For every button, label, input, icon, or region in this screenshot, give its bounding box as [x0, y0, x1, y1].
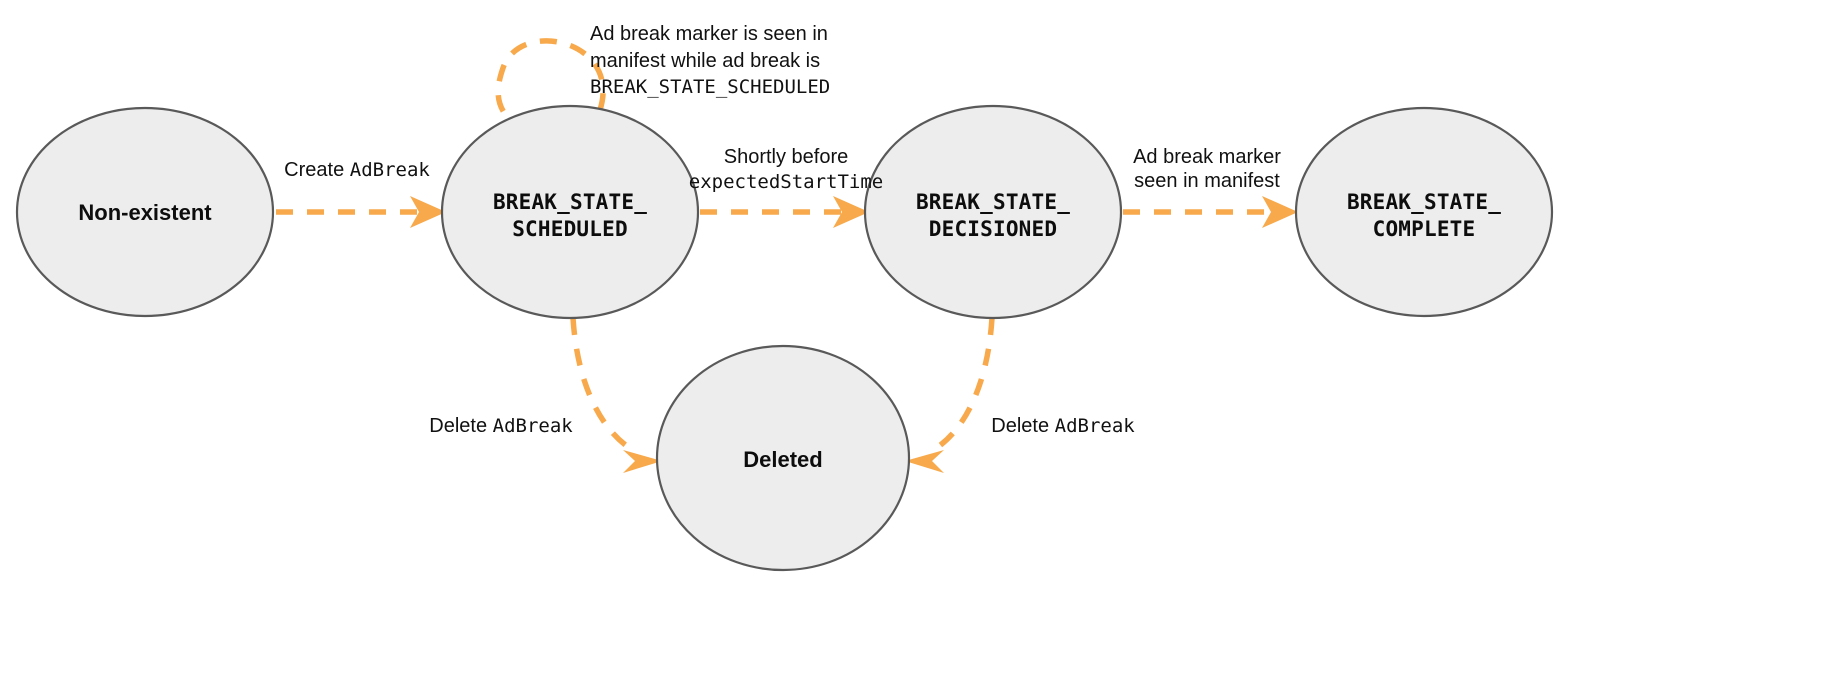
- node-break-state-complete-label-line2: COMPLETE: [1373, 217, 1476, 241]
- node-break-state-decisioned-label-line1: BREAK_STATE_: [916, 190, 1070, 214]
- node-deleted-shape[interactable]: [655, 344, 911, 572]
- edge-ad-break-marker-seen: [1123, 196, 1298, 228]
- node-break-state-scheduled-label-line2: SCHEDULED: [512, 217, 628, 241]
- edge-label-delete-right-mono: AdBreak: [1055, 415, 1136, 437]
- edge-delete-adbreak-from-decisioned: [905, 317, 995, 473]
- node-break-state-decisioned-label-line2: DECISIONED: [929, 217, 1057, 241]
- edge-label-delete-left-mono: AdBreak: [493, 415, 574, 437]
- edge-label-ad-break-marker-seen: Ad break marker seen in manifest: [1133, 146, 1281, 192]
- edge-delete-adbreak-from-scheduled: [570, 317, 662, 473]
- edge-label-delete-adbreak-right: Delete AdBreak: [991, 415, 1135, 437]
- edge-create-adbreak: [276, 196, 446, 228]
- edge-ad-break-marker-seen-arrowhead: [1262, 196, 1298, 228]
- edge-label-marker-line1: Ad break marker: [1133, 146, 1281, 168]
- edge-label-self-loop-line3: BREAK_STATE_SCHEDULED: [590, 76, 830, 98]
- node-break-state-decisioned-shape[interactable]: [863, 104, 1123, 320]
- edge-shortly-before-arrowhead: [833, 196, 869, 228]
- edge-label-self-loop-line2: manifest while ad break is: [590, 50, 820, 72]
- node-break-state-scheduled-label-line1: BREAK_STATE_: [493, 190, 647, 214]
- node-break-state-complete-label-line1: BREAK_STATE_: [1347, 190, 1501, 214]
- edge-delete-left-arrowhead: [623, 450, 662, 473]
- edge-label-shortly-before: Shortly before expectedStartTime: [689, 146, 883, 193]
- edge-label-create-adbreak: Create AdBreak: [284, 159, 430, 181]
- edge-label-delete-left-sans: Delete: [429, 415, 492, 437]
- node-deleted-label: Deleted: [743, 447, 822, 472]
- node-non-existent-shape[interactable]: [15, 106, 275, 318]
- edge-label-delete-right-sans: Delete: [991, 415, 1054, 437]
- edge-label-create-sans: Create: [284, 159, 350, 181]
- edge-label-create-mono: AdBreak: [350, 159, 431, 181]
- node-break-state-complete-shape[interactable]: [1294, 106, 1554, 318]
- edge-label-self-loop-line1: Ad break marker is seen in: [590, 23, 828, 45]
- edge-label-shortly-line1: Shortly before: [724, 146, 849, 168]
- node-non-existent[interactable]: Non-existent: [15, 106, 275, 318]
- edge-delete-right-arrowhead: [905, 450, 944, 473]
- edge-shortly-before: [700, 196, 869, 228]
- svg-text:Delete AdBreak: Delete AdBreak: [429, 415, 573, 437]
- node-non-existent-label: Non-existent: [78, 200, 212, 225]
- node-break-state-scheduled-shape[interactable]: [440, 104, 700, 320]
- edge-label-marker-line2: seen in manifest: [1134, 170, 1280, 192]
- edge-delete-right-path: [928, 317, 995, 455]
- edge-label-delete-adbreak-left: Delete AdBreak: [429, 415, 573, 437]
- node-break-state-scheduled[interactable]: BREAK_STATE_ SCHEDULED: [440, 104, 700, 320]
- node-break-state-complete[interactable]: BREAK_STATE_ COMPLETE: [1294, 106, 1554, 318]
- edge-delete-left-path: [570, 317, 638, 455]
- svg-text:Create AdBreak: Create AdBreak: [284, 159, 430, 181]
- edge-label-self-loop: Ad break marker is seen in manifest whil…: [590, 23, 830, 98]
- edge-create-adbreak-arrowhead: [410, 196, 446, 228]
- svg-text:Delete AdBreak: Delete AdBreak: [991, 415, 1135, 437]
- node-deleted[interactable]: Deleted: [655, 344, 911, 572]
- node-break-state-decisioned[interactable]: BREAK_STATE_ DECISIONED: [863, 104, 1123, 320]
- edge-label-shortly-line2: expectedStartTime: [689, 171, 883, 193]
